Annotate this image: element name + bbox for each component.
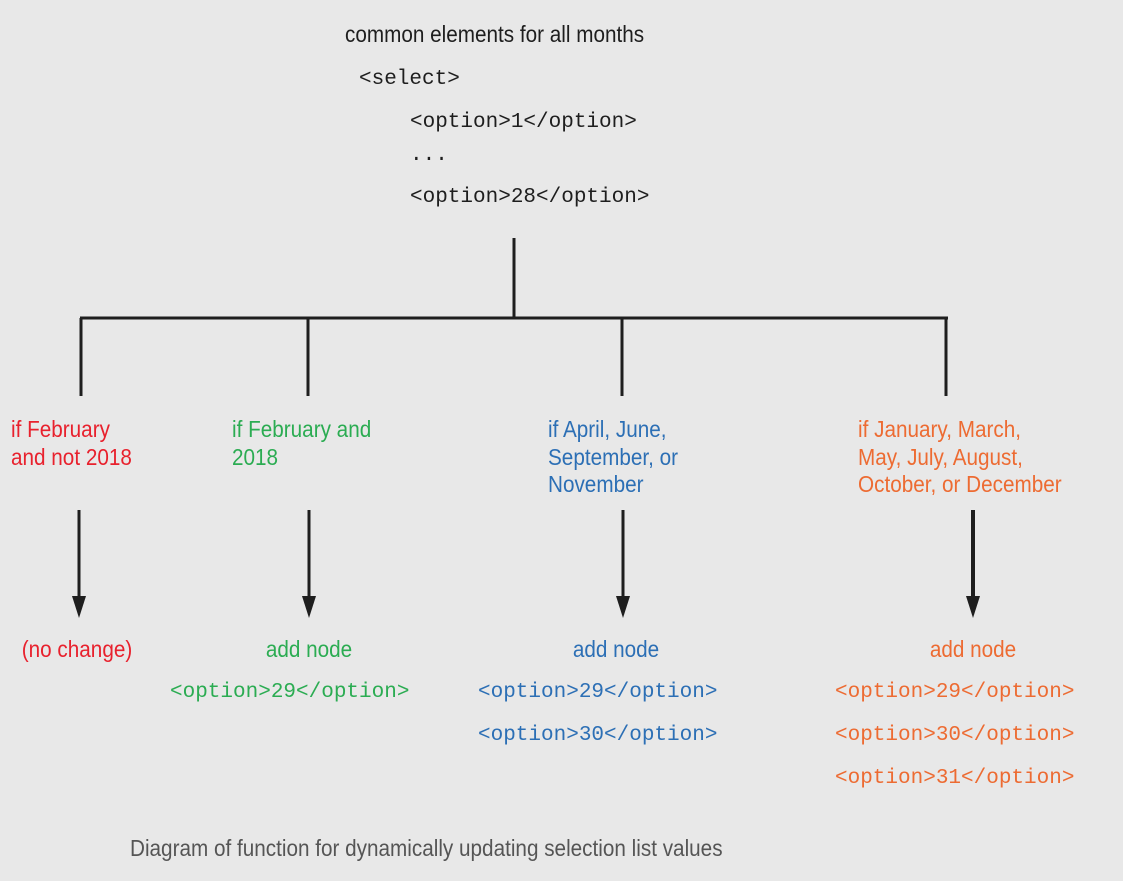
code-option-28: <option>28</option> (410, 186, 650, 209)
arrow-2-head (302, 596, 316, 618)
branch-3-condition-line-2: September, or (548, 444, 679, 470)
code-option-1: <option>1</option> (410, 111, 637, 134)
code-select-open: <select> (359, 68, 460, 91)
branch-4-condition-line-2: May, July, August, (858, 444, 1023, 470)
branch-3-condition-line-1: if April, June, (548, 416, 667, 442)
branch-3-condition-line-3: November (548, 471, 644, 497)
branch-4-condition-line-3: October, or December (858, 471, 1062, 497)
arrow-1-head (72, 596, 86, 618)
branch-1-condition-line-2: and not 2018 (11, 444, 132, 470)
branch-3-result: add node (572, 636, 660, 662)
arrow-4-head (966, 596, 980, 618)
branch-2-condition-line-2: 2018 (232, 444, 279, 470)
branch-4-option-31: <option>31</option> (835, 767, 1075, 790)
branch-1-result: (no change) (21, 636, 133, 662)
branch-1-condition-line-1: if February (11, 416, 110, 442)
branch-2-result: add node (265, 636, 353, 662)
diagram-caption: Diagram of function for dynamically upda… (130, 835, 723, 861)
code-ellipsis: ... (410, 144, 448, 167)
branch-4-option-30: <option>30</option> (835, 724, 1075, 747)
branch-3-option-29: <option>29</option> (478, 681, 718, 704)
branch-4-result: add node (929, 636, 1017, 662)
arrow-3-head (616, 596, 630, 618)
branch-2-condition-line-1: if February and (232, 416, 372, 442)
branch-4-condition-line-1: if January, March, (858, 416, 1021, 442)
branch-3-option-30: <option>30</option> (478, 724, 718, 747)
branch-4-option-29: <option>29</option> (835, 681, 1075, 704)
branch-2-option-29: <option>29</option> (170, 681, 410, 704)
diagram-title: common elements for all months (345, 21, 645, 47)
